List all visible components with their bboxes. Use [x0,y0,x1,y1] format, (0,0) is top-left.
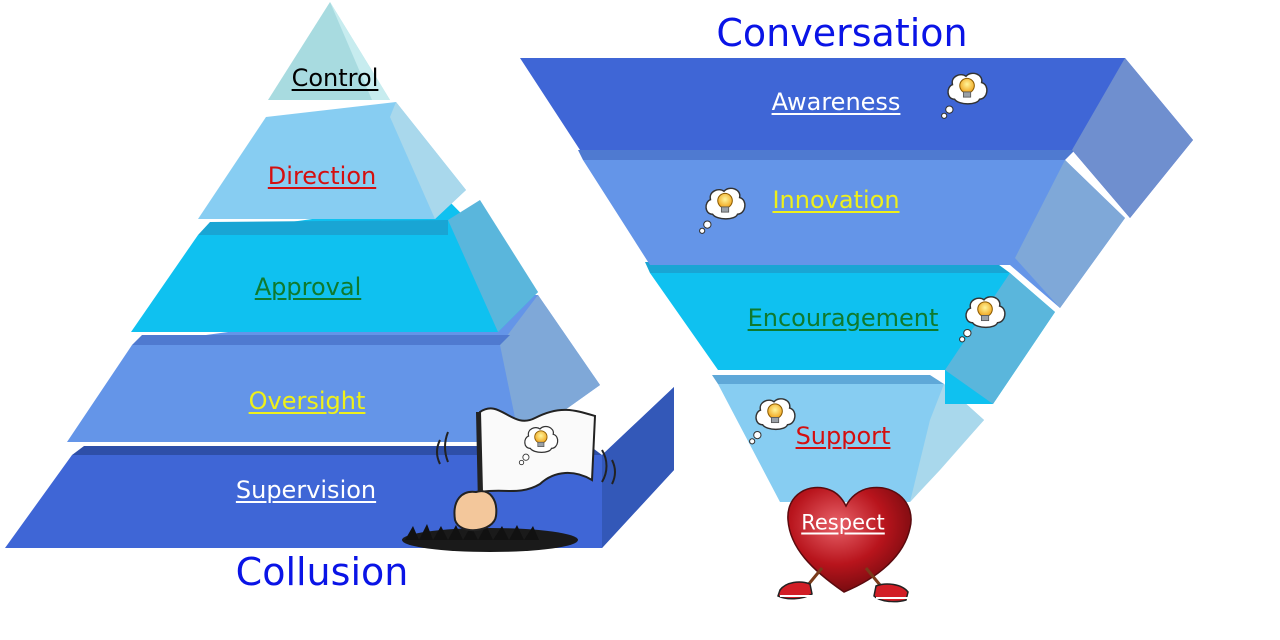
pyramid-label-direction[interactable]: Direction [267,162,377,190]
pyramid-label-oversight[interactable]: Oversight [248,387,366,415]
conversation-funnel [520,58,1193,502]
conversation-heading: Conversation [716,11,968,55]
pyramid-label-approval[interactable]: Approval [254,273,362,301]
funnel-level-awareness [520,58,1193,218]
funnel-label-awareness[interactable]: Awareness [771,88,901,116]
pyramid-label-supervision[interactable]: Supervision [235,476,377,504]
collusion-heading: Collusion [235,550,409,594]
pyramid-level-direction [198,102,466,219]
heart-with-sneakers-icon [777,486,912,603]
heart-label-respect[interactable]: Respect [801,510,885,535]
pyramid-level-control [268,2,390,100]
funnel-label-encouragement[interactable]: Encouragement [747,304,939,332]
hierarchy-pyramid [5,2,674,548]
pyramid-level-supervision [5,387,674,548]
funnel-label-innovation[interactable]: Innovation [772,186,900,214]
pyramid-label-control[interactable]: Control [291,64,379,92]
pyramid-level-approval [131,200,538,332]
white-flag-icon [402,407,616,552]
funnel-label-support[interactable]: Support [795,422,891,450]
